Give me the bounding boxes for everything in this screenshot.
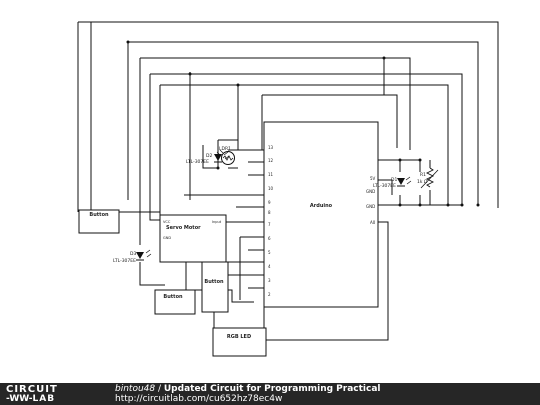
led-d2-part: LTL-307EE <box>186 159 209 165</box>
arduino-pin-label: A0 <box>370 220 376 225</box>
arduino-pin-label: 5 <box>268 250 271 255</box>
button-bottom-b-label: Button <box>204 279 224 285</box>
arduino-pin-label: 9 <box>268 200 271 205</box>
led-d1-ref: D1 <box>391 177 397 183</box>
rgb-led-label: RGB LED <box>227 334 251 340</box>
junctions <box>126 40 480 207</box>
servo-gnd-label: GND <box>163 236 171 240</box>
arduino-pin-label: 10 <box>268 186 274 191</box>
circuitlab-logo[interactable]: CIRCUIT -WW-LAB <box>6 384 94 404</box>
logo-lab-text: LAB <box>32 394 56 404</box>
circuit-info: bintou48 / Updated Circuit for Programmi… <box>115 384 381 404</box>
button-left[interactable]: Button <box>78 209 120 234</box>
servo-motor[interactable]: Servo Motor VCC Input GND <box>159 214 227 263</box>
schematic-canvas: Arduino 13 12 11 10 9 8 7 6 5 4 3 2 5V G… <box>77 21 499 357</box>
arduino-pin-label: GND <box>366 204 375 209</box>
separator: / <box>155 384 164 394</box>
led-d2-ref: D2 <box>206 153 212 159</box>
arduino-pin-label: 3 <box>268 278 271 283</box>
resistor-value: 1k Ω <box>417 179 428 185</box>
arduino-pin-label: 12 <box>268 158 274 163</box>
arduino-pin-label: 11 <box>268 172 274 177</box>
button-bottom-a[interactable]: Button <box>154 289 196 315</box>
button-bottom-b[interactable]: Button <box>201 261 229 313</box>
led-d1[interactable]: D1 LTL-307EE <box>373 176 412 189</box>
arduino-pin-label: GND <box>366 189 375 194</box>
led-d3[interactable]: D3 LTL-307EE <box>113 249 152 264</box>
servo-input-label: Input <box>212 220 222 224</box>
resistor-r1[interactable]: R1 1k Ω <box>417 160 439 205</box>
led-d2[interactable]: D2 LTL-307EE <box>186 151 230 165</box>
circuit-title: Updated Circuit for Programming Practica… <box>163 384 381 394</box>
led-d3-ref: D3 <box>130 251 136 257</box>
arduino[interactable]: Arduino 13 12 11 10 9 8 7 6 5 4 3 2 5V G… <box>263 121 379 308</box>
ldr1[interactable]: LDR1 <box>216 146 235 165</box>
button-bottom-a-label: Button <box>163 294 183 300</box>
logo-top-text: CIRCUIT <box>6 384 58 395</box>
arduino-pin-label: 6 <box>268 236 271 241</box>
arduino-label: Arduino <box>310 203 333 209</box>
button-left-label: Button <box>89 212 109 218</box>
arduino-pin-label: 7 <box>268 222 271 227</box>
led-d3-part: LTL-307EE <box>113 258 136 264</box>
arduino-pin-label: 13 <box>268 145 274 150</box>
arduino-right-pin-labels: 5V GND GND A0 <box>366 176 376 225</box>
rgb-led[interactable]: RGB LED <box>212 327 267 357</box>
led-d1-part: LTL-307EE <box>373 183 396 189</box>
resistor-ref: R1 <box>420 172 426 178</box>
servo-label: Servo Motor <box>166 225 201 231</box>
ldr1-label: LDR1 <box>219 146 231 152</box>
servo-vcc-label: VCC <box>163 220 171 224</box>
arduino-pin-label: 4 <box>268 264 271 269</box>
arduino-pin-label: 8 <box>268 210 271 215</box>
logo-bottom-text: -WW-LAB <box>6 394 56 404</box>
footer-bar: CIRCUIT -WW-LAB bintou48 / Updated Circu… <box>0 383 540 405</box>
arduino-pin-label: 5V <box>370 176 376 181</box>
circuit-url[interactable]: http://circuitlab.com/cu652hz78ec4w <box>115 394 283 404</box>
author-link[interactable]: bintou48 <box>115 384 156 394</box>
arduino-left-pin-labels: 13 12 11 10 9 8 7 6 5 4 3 2 <box>268 145 274 297</box>
arduino-pin-label: 2 <box>268 292 271 297</box>
